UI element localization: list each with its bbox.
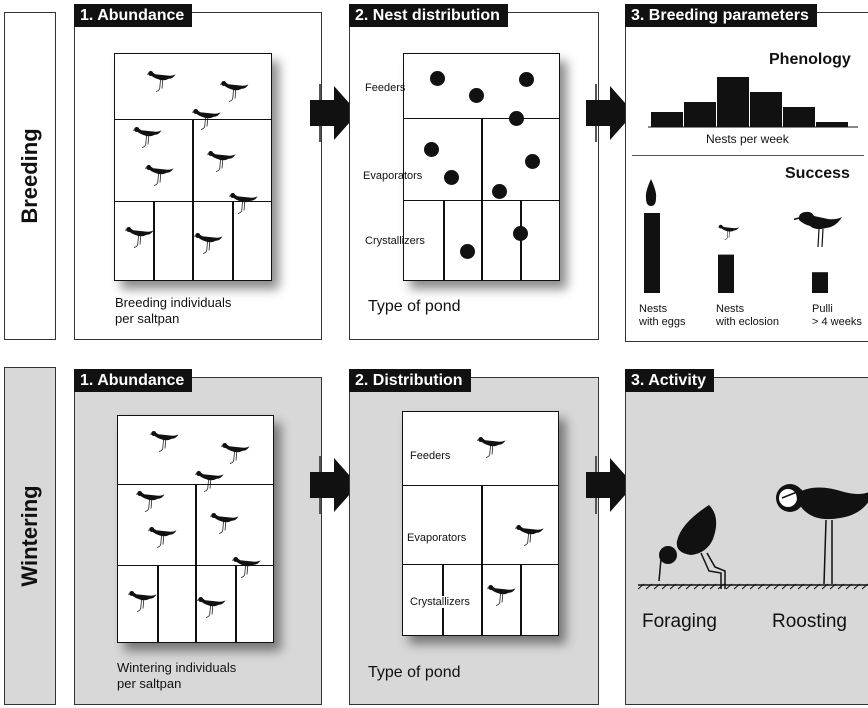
wintering-abundance-title: 1. Abundance <box>74 369 193 392</box>
nest-dot-icon <box>430 71 445 86</box>
success-bar <box>644 213 660 293</box>
right-arrow-icon <box>310 84 358 142</box>
nest-dot-icon <box>444 170 459 185</box>
breeding-row-label-box: Breeding <box>4 12 56 340</box>
bird-icon <box>194 228 224 255</box>
wintering-activity-panel: 3. Activity Foraging Roosting <box>625 369 868 705</box>
breeding-abundance-title: 1. Abundance <box>74 4 193 27</box>
bird-icon <box>210 508 240 535</box>
bird-icon <box>145 160 175 187</box>
egg-icon <box>645 179 657 206</box>
nest-dot-icon <box>492 184 507 199</box>
nest-dot-icon <box>460 244 475 259</box>
breeding-parameters-panel: 3. Breeding parameters Phenology Nests p… <box>625 4 868 342</box>
wintering-distribution-panel: 2. Distribution Feeders Evaporators Crys… <box>349 369 599 705</box>
success-chart <box>644 213 828 293</box>
phenology-bar <box>816 122 848 127</box>
wintering-row-label-box: Wintering <box>4 367 56 705</box>
bird-icon <box>148 522 178 549</box>
bird-icon <box>197 592 227 619</box>
bird-icon <box>515 520 545 547</box>
pond-label-crystallizers: Crystallizers <box>410 596 472 608</box>
wintering-distribution-title: 2. Distribution <box>349 369 471 392</box>
bird-icon <box>133 122 163 149</box>
right-arrow-icon <box>586 456 634 514</box>
breeding-abundance-panel: 1. Abundance Breeding individuals per sa… <box>74 4 322 340</box>
right-arrow-icon <box>586 84 634 142</box>
phenology-bar <box>717 77 749 127</box>
wintering-row-label: Wintering <box>17 485 42 587</box>
bird-icon <box>220 76 250 103</box>
bird-icon <box>192 104 222 131</box>
nest-dot-icon <box>509 111 524 126</box>
success-title: Success <box>785 165 850 182</box>
breeding-saltpan-card <box>114 53 272 281</box>
bird-icon <box>147 66 177 93</box>
bird-icon <box>207 146 237 173</box>
nest-dot-icon <box>424 142 439 157</box>
phenology-title: Phenology <box>769 51 851 68</box>
right-arrow-icon <box>310 456 358 514</box>
bird-icon <box>136 486 166 513</box>
bird-icon <box>794 211 842 248</box>
phenology-chart <box>648 77 858 128</box>
success-label-1: Nests with eggs <box>639 303 686 328</box>
breeding-pond-caption: Type of pond <box>368 298 461 315</box>
success-bar <box>718 254 734 293</box>
bird-icon <box>229 188 259 215</box>
pond-label-feeders: Feeders <box>365 82 406 94</box>
breeding-nest-distribution-title: 2. Nest distribution <box>349 4 508 27</box>
bird-icon <box>221 438 251 465</box>
pond-label-feeders: Feeders <box>410 450 451 462</box>
breeding-nest-distribution-panel: 2. Nest distribution Feeders Evaporators… <box>349 4 599 340</box>
phenology-bar <box>651 112 683 127</box>
bird-icon <box>125 222 155 249</box>
nest-dot-icon <box>513 226 528 241</box>
success-label-3: Pulli > 4 weeks <box>812 303 862 328</box>
activity-roosting-label: Roosting <box>772 611 847 632</box>
ground-line <box>638 583 868 590</box>
phenology-bar <box>750 92 782 127</box>
bird-icon <box>487 580 517 607</box>
breeding-row-label: Breeding <box>17 128 42 224</box>
nest-dot-icon <box>469 88 484 103</box>
success-bar <box>812 272 828 293</box>
bird-icon <box>232 552 262 579</box>
foraging-bird-icon <box>658 505 726 589</box>
wintering-abundance-panel: 1. Abundance Wintering individuals per s… <box>74 369 322 705</box>
pond-label-evaporators: Evaporators <box>363 170 423 182</box>
wintering-pond-caption: Type of pond <box>368 664 461 681</box>
breeding-parameters-title: 3. Breeding parameters <box>625 4 817 27</box>
pond-label-crystallizers: Crystallizers <box>365 235 425 247</box>
bird-icon <box>150 426 180 453</box>
nest-dot-icon <box>525 154 540 169</box>
activity-foraging-label: Foraging <box>642 611 717 632</box>
bird-icon <box>477 432 507 459</box>
breeding-pond-card <box>403 53 560 281</box>
phenology-axis-label: Nests per week <box>706 132 789 146</box>
bird-icon <box>195 466 225 493</box>
phenology-bar <box>783 107 815 127</box>
nest-dot-icon <box>519 72 534 87</box>
wintering-abundance-caption: Wintering individuals per saltpan <box>117 660 237 691</box>
breeding-abundance-caption: Breeding individuals per saltpan <box>115 295 232 326</box>
bird-icon <box>128 586 158 613</box>
wintering-saltpan-card <box>117 415 274 643</box>
success-label-2: Nests with eclosion <box>716 303 779 328</box>
roosting-bird-icon <box>776 484 868 585</box>
pond-label-evaporators: Evaporators <box>407 532 469 544</box>
wintering-activity-title: 3. Activity <box>625 369 714 392</box>
phenology-bar <box>684 102 716 127</box>
